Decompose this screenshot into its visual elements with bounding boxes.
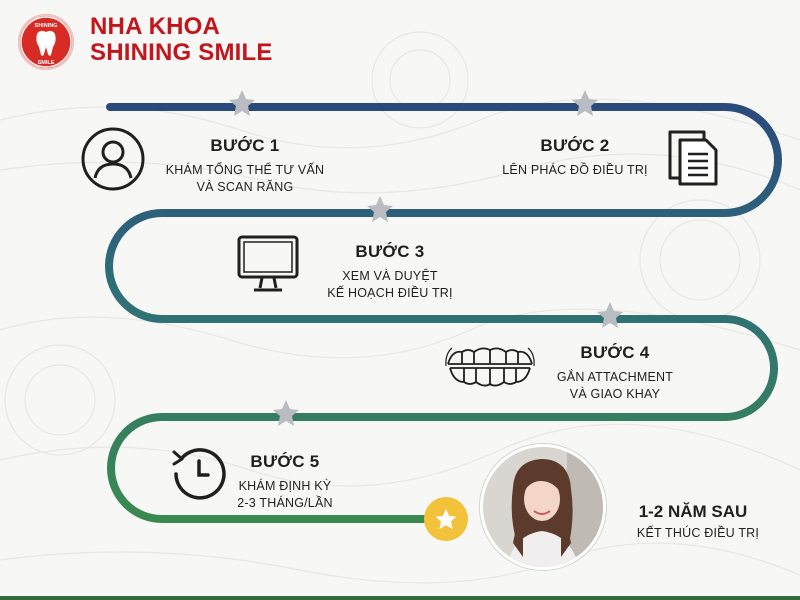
final-title: 1-2 NĂM SAU (638, 502, 748, 521)
documents-icon (668, 130, 718, 186)
brand-line1: NHA KHOA (90, 13, 221, 40)
monitor-icon (237, 235, 299, 292)
step-3: BƯỚC 3 XEM VÀ DUYỆT KẾ HOẠCH ĐIỀU TRỊ (300, 242, 480, 302)
tooth-logo-icon: SHINING SMILE (20, 16, 72, 68)
brand-logo: SHINING SMILE (18, 14, 74, 70)
bottom-bar (0, 596, 800, 600)
step-5-title: BƯỚC 5 (250, 452, 320, 471)
user-icon (81, 127, 145, 191)
step-5: BƯỚC 5 KHÁM ĐỊNH KỲ 2-3 THÁNG/LẦN (220, 452, 350, 512)
step-2: BƯỚC 2 LÊN PHÁC ĐỒ ĐIỀU TRỊ (480, 136, 670, 179)
final-desc: KẾT THÚC ĐIỀU TRỊ (636, 526, 760, 540)
step-3-title: BƯỚC 3 (355, 242, 425, 261)
goal-star-icon (424, 497, 468, 541)
step-1-desc: KHÁM TỔNG THỂ TƯ VẤN VÀ SCAN RĂNG (165, 163, 325, 194)
step-1-title: BƯỚC 1 (210, 136, 280, 155)
step-2-title: BƯỚC 2 (540, 136, 610, 155)
step-4-title: BƯỚC 4 (580, 343, 650, 362)
milestone-star-icon (229, 90, 255, 116)
step-3-desc: XEM VÀ DUYỆT KẾ HOẠCH ĐIỀU TRỊ (327, 269, 453, 300)
step-1: BƯỚC 1 KHÁM TỔNG THỂ TƯ VẤN VÀ SCAN RĂNG (150, 136, 340, 196)
patient-photo (483, 447, 603, 567)
step-5-desc: KHÁM ĐỊNH KỲ 2-3 THÁNG/LẦN (237, 479, 333, 510)
step-4: BƯỚC 4 GẮN ATTACHMENT VÀ GIAO KHAY (530, 343, 700, 403)
svg-text:SMILE: SMILE (38, 60, 55, 66)
step-4-desc: GẮN ATTACHMENT VÀ GIAO KHAY (556, 370, 674, 401)
milestone-star-icon (273, 400, 299, 426)
road-path (105, 103, 782, 523)
brand-line2: SHINING SMILE (90, 39, 273, 66)
header: SHINING SMILE NHA KHOA SHINING SMILE (14, 10, 314, 70)
milestone-star-icon (572, 90, 598, 116)
clock-history-icon (172, 448, 226, 500)
step-2-desc: LÊN PHÁC ĐỒ ĐIỀU TRỊ (502, 163, 648, 177)
milestone-star-icon (367, 196, 393, 222)
patient-avatar (480, 444, 606, 570)
teeth-aligner-icon (445, 347, 535, 387)
svg-text:SHINING: SHINING (35, 23, 58, 29)
milestone-star-icon (597, 302, 623, 328)
brand-name: NHA KHOA SHINING SMILE (90, 14, 273, 66)
